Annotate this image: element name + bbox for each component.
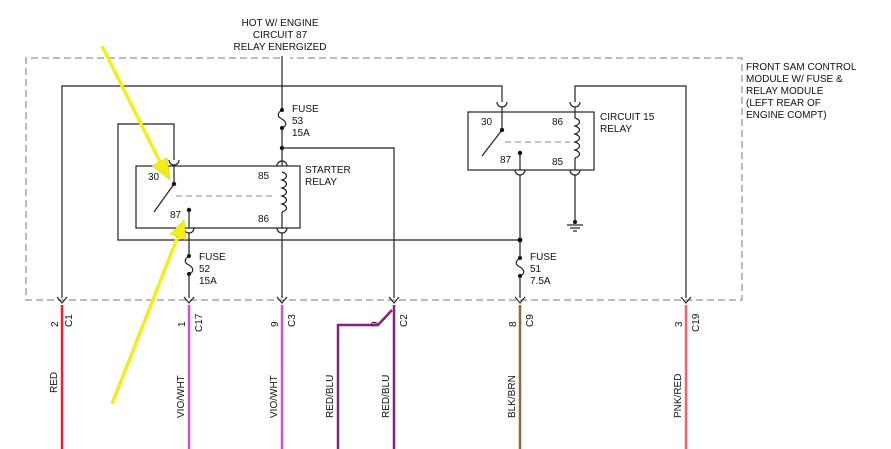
svg-text:ENGINE COMPT): ENGINE COMPT) <box>746 110 827 121</box>
svg-text:FRONT SAM CONTROL: FRONT SAM CONTROL <box>746 62 857 73</box>
starter-relay-coil <box>280 171 288 213</box>
fuse-53-lower-dot <box>280 126 284 130</box>
circuit-15-relay-box <box>467 111 595 171</box>
wire-color-labels: RED VIO/WHT VIO/WHT RED/BLU RED/BLU BLK/… <box>49 372 684 418</box>
wire-c19 <box>574 85 687 298</box>
annotation-arrow-to-pin-87 <box>110 219 187 405</box>
connector-chevrons <box>56 296 692 304</box>
fuse-52-number: 52 <box>199 264 211 275</box>
starter-switch-blade <box>153 183 175 213</box>
fuse-51-upper-dot <box>518 256 522 260</box>
c15-pin-85: 85 <box>552 157 564 168</box>
circuit-15-relay-coil <box>573 117 581 159</box>
fuse-52-label: FUSE <box>199 252 226 263</box>
svg-text:VIO/WHT: VIO/WHT <box>176 375 187 418</box>
starter-pin85-arc <box>276 160 288 167</box>
starter-relay-label-1: STARTER <box>305 165 351 176</box>
starter-relay-box <box>135 165 301 229</box>
svg-text:RED/BLU: RED/BLU <box>325 375 336 418</box>
module-label: FRONT SAM CONTROL MODULE W/ FUSE & RELAY… <box>746 62 857 121</box>
svg-text:MODULE W/ FUSE &: MODULE W/ FUSE & <box>746 74 843 85</box>
top-label-line-3: RELAY ENERGIZED <box>234 42 327 53</box>
svg-text:C17: C17 <box>194 313 205 332</box>
wire-redblu-jumper <box>336 309 393 449</box>
svg-text:C19: C19 <box>691 313 702 332</box>
top-label-line-1: HOT W/ ENGINE <box>241 18 318 29</box>
fuse-52-symbol <box>184 255 194 275</box>
svg-text:C3: C3 <box>287 314 298 327</box>
svg-text:1: 1 <box>177 321 188 327</box>
fuse-51-label: FUSE <box>530 252 557 263</box>
svg-text:PNK/RED: PNK/RED <box>673 374 684 418</box>
starter-pin-87: 87 <box>170 210 182 221</box>
svg-text:C2: C2 <box>399 314 410 327</box>
fuse-53-upper-dot <box>280 108 284 112</box>
svg-text:BLK/BRN: BLK/BRN <box>507 375 518 418</box>
starter-relay-label-2: RELAY <box>305 177 337 188</box>
c15-pin85-arc <box>569 169 581 176</box>
fuse-53-number: 53 <box>292 116 304 127</box>
fuse-53-label: FUSE <box>292 104 319 115</box>
annotation-arrow-to-pin-30 <box>100 45 171 181</box>
fuse-51-number: 51 <box>530 264 542 275</box>
fuse-52-rating: 15A <box>199 276 217 287</box>
svg-text:C9: C9 <box>525 314 536 327</box>
top-bus-wire <box>61 85 503 298</box>
svg-text:(LEFT REAR OF: (LEFT REAR OF <box>746 98 821 109</box>
starter-pin30-arc <box>168 159 180 166</box>
junction-dot-c15 <box>517 237 523 243</box>
c15-pin-30: 30 <box>481 117 493 128</box>
top-label-line-2: CIRCUIT 87 <box>253 30 308 41</box>
module-boundary <box>25 57 743 301</box>
svg-text:3: 3 <box>674 321 685 327</box>
c15-switch-blade <box>481 129 503 157</box>
starter-pin-86: 86 <box>258 214 270 225</box>
svg-text:RELAY MODULE: RELAY MODULE <box>746 86 824 97</box>
svg-text:VIO/WHT: VIO/WHT <box>269 375 280 418</box>
starter-pin87-arc <box>183 227 195 234</box>
c15-pin30-arc <box>496 101 508 108</box>
svg-text:9: 9 <box>270 321 281 327</box>
svg-text:RED/BLU: RED/BLU <box>381 375 392 418</box>
fuse-53-rating: 15A <box>292 128 310 139</box>
ground-dot <box>573 220 577 224</box>
svg-text:2: 2 <box>50 321 61 327</box>
svg-text:RED: RED <box>49 372 60 393</box>
c15-pin-86: 86 <box>552 117 564 128</box>
fuse-51-rating: 7.5A <box>530 276 551 287</box>
c15-pin86-arc <box>569 101 581 108</box>
wire-to-c2 <box>282 147 395 298</box>
fuse-51-symbol <box>515 257 525 277</box>
circuit-15-relay-label-2: RELAY <box>600 124 632 135</box>
svg-text:C1: C1 <box>64 314 75 327</box>
svg-text:8: 8 <box>508 321 519 327</box>
c15-pin-87: 87 <box>500 155 512 166</box>
starter-pin-85: 85 <box>258 171 270 182</box>
ground-icon <box>567 224 583 232</box>
c15-pin87-arc <box>514 169 526 176</box>
fuse-52-upper-dot <box>187 254 191 258</box>
circuit-15-relay-label-1: CIRCUIT 15 <box>600 112 655 123</box>
fuse-53-symbol <box>277 109 287 129</box>
starter-relay-pin30-loop <box>117 123 522 241</box>
starter-pin86-arc <box>276 227 288 234</box>
starter-pin-30: 30 <box>148 172 160 183</box>
